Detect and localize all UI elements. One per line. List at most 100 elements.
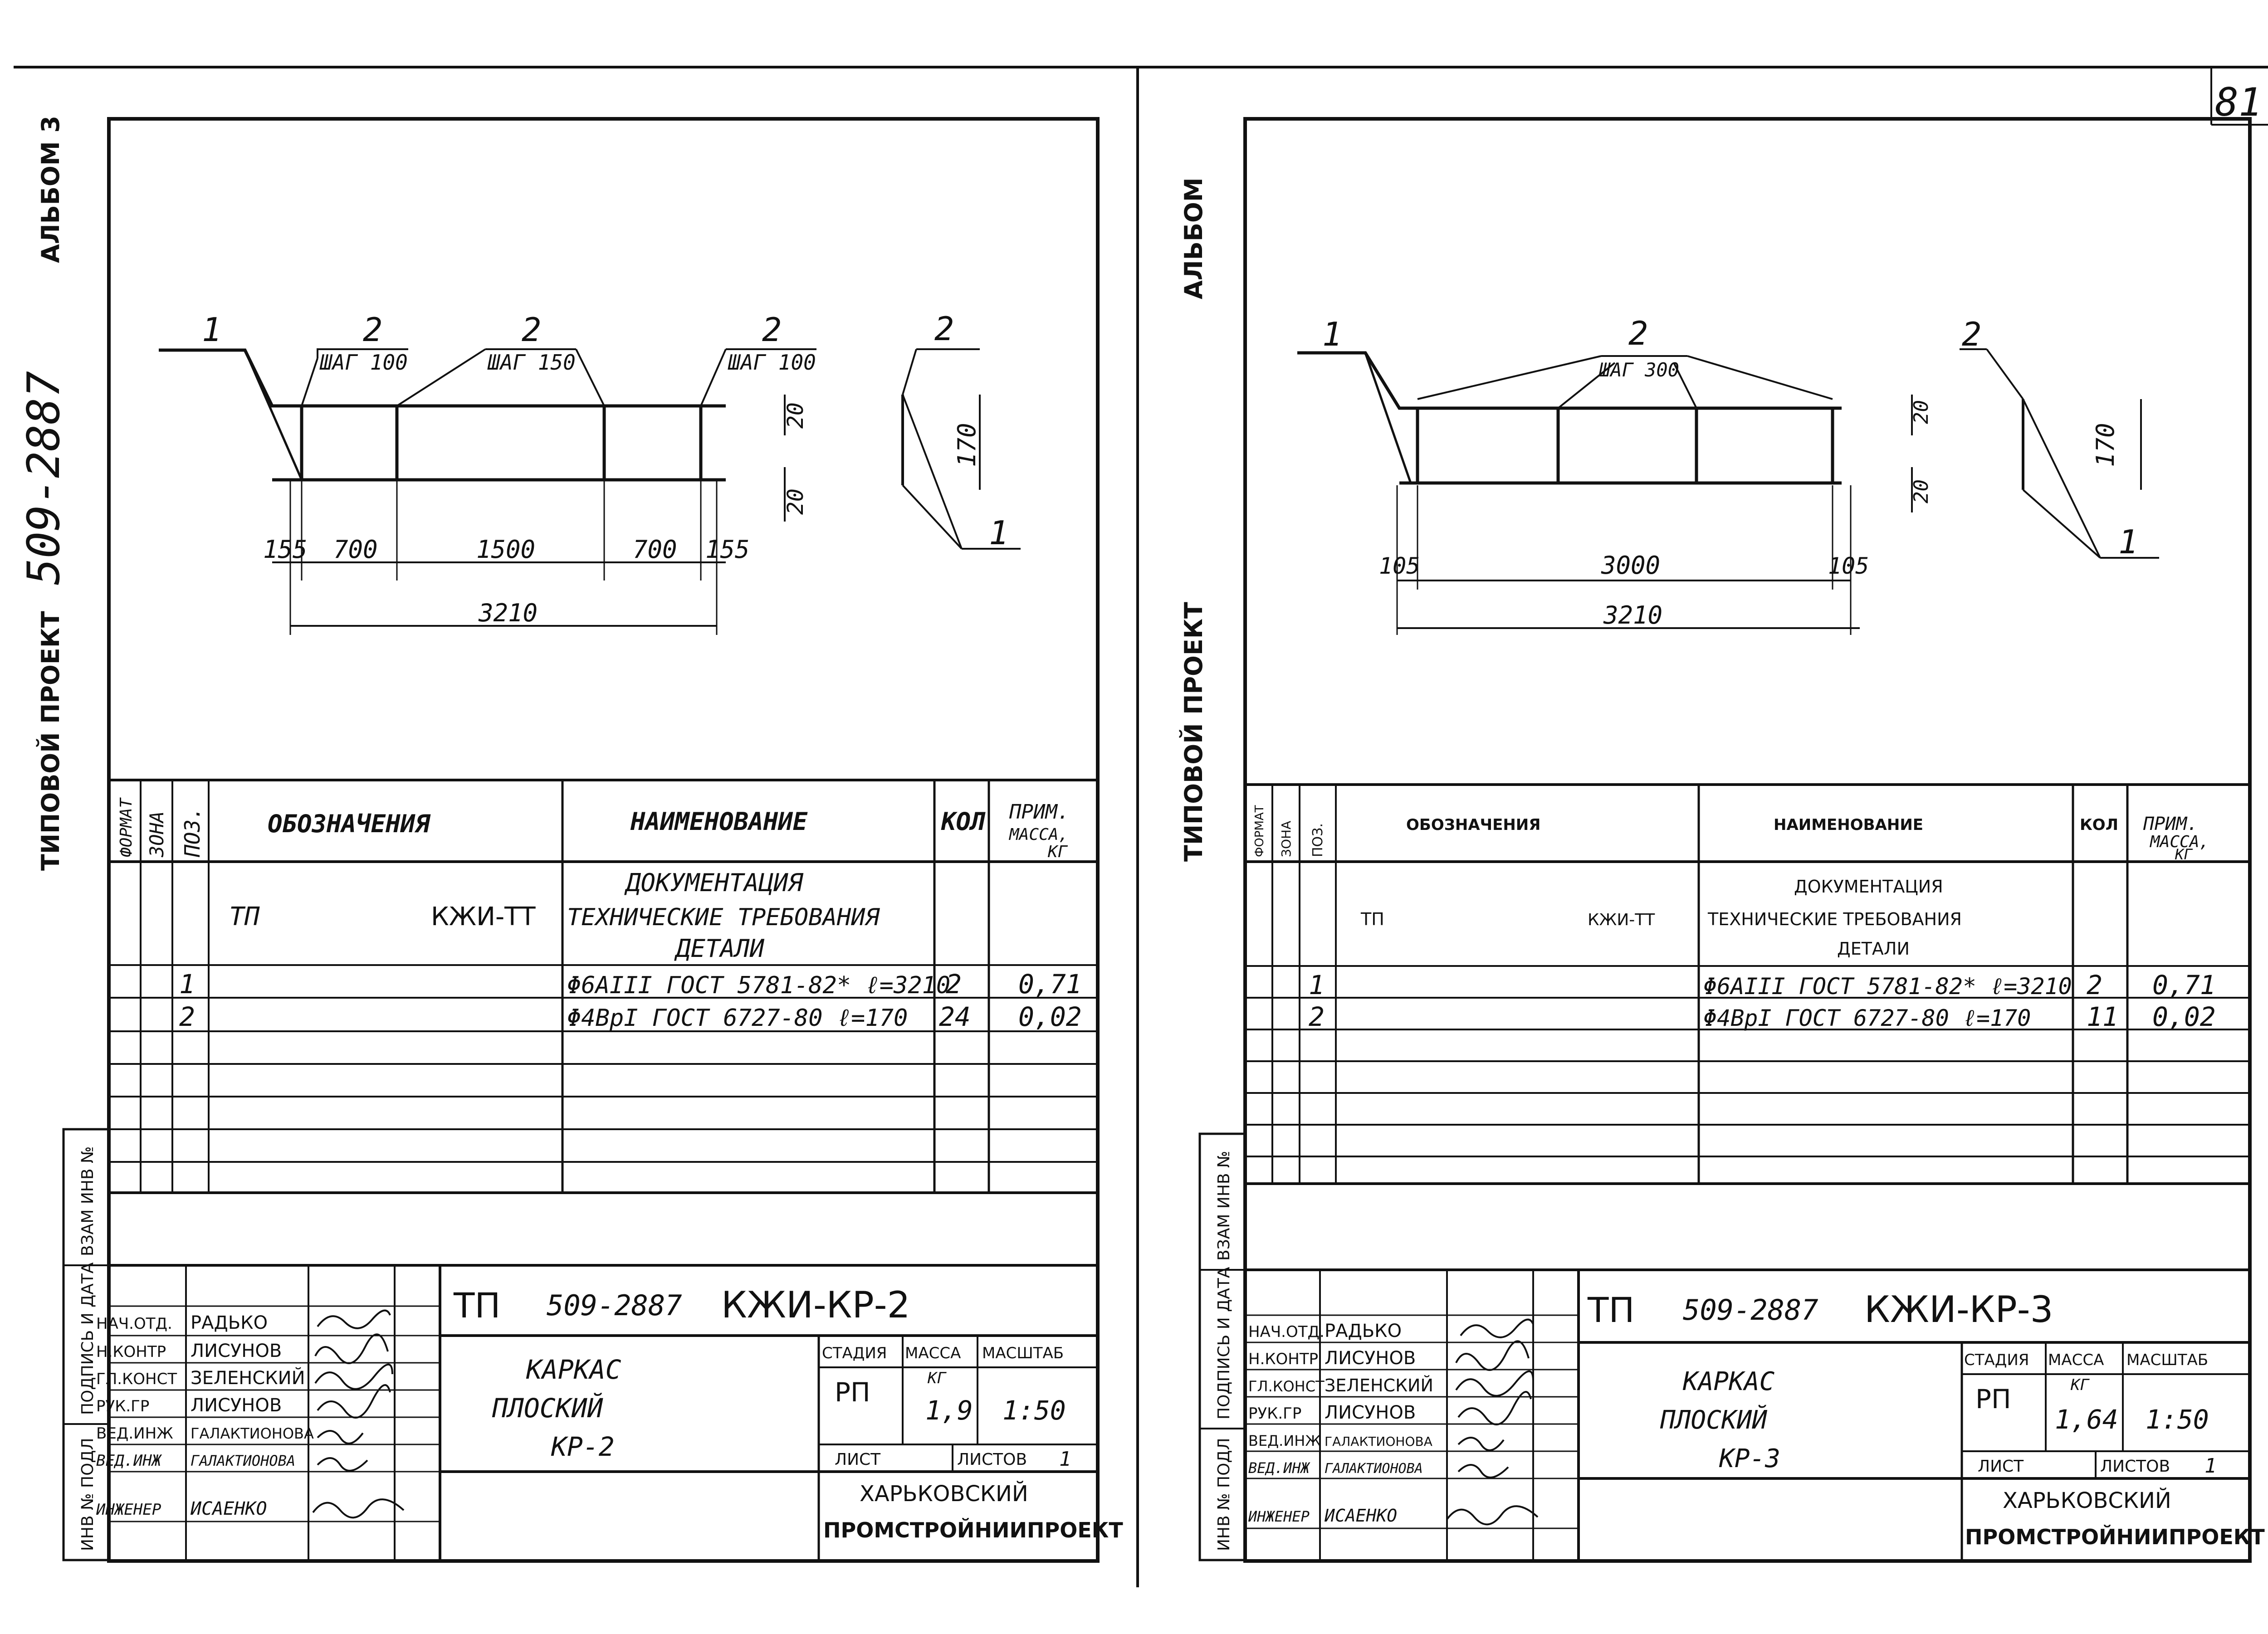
dim-label: 20 <box>783 488 808 515</box>
doc-section: ДОКУМЕНТАЦИЯ <box>624 868 804 897</box>
tb-title: КАРКАС <box>526 1354 621 1385</box>
stamp-label-replace: ВЗАМ ИНВ № <box>78 1146 97 1257</box>
stamp-label-inv: ИНВ № ПОДЛ <box>1215 1438 1233 1551</box>
tb-scale-label: МАСШТАБ <box>982 1344 1064 1362</box>
tt-name: ТЕХНИЧЕСКИЕ ТРЕБОВАНИЯ <box>1707 909 1962 929</box>
tb-mass-label: МАССА <box>905 1344 961 1362</box>
cage-drawing-kr3: 1 2 ШАГ 300 20 20 105 3000 105 3210 <box>1297 314 2159 635</box>
pitch-label: ШАГ 150 <box>487 350 576 375</box>
role-name: ЛИСУНОВ <box>191 1341 282 1361</box>
signature <box>312 1498 405 1519</box>
row-qty: 2 <box>946 969 962 1000</box>
row-pos: 1 <box>179 969 195 1000</box>
stamp-label-replace: ВЗАМ ИНВ № <box>1215 1151 1233 1261</box>
role-name: ИСАЕНКО <box>190 1498 267 1519</box>
dim-label: 155 <box>705 535 750 564</box>
row-qty: 24 <box>939 1001 971 1032</box>
tb-org: ПРОМСТРОЙНИИПРОЕКТ <box>823 1518 1123 1542</box>
dim-label: 1500 <box>476 535 535 564</box>
tb-mass-label: МАССА <box>2048 1351 2104 1369</box>
dim-label: 20 <box>783 402 808 429</box>
col-header-format: ФОРМАТ <box>1253 805 1266 857</box>
tb-title: ПЛОСКИЙ <box>1660 1405 1767 1435</box>
tb-scale: 1:50 <box>2146 1404 2209 1435</box>
role-name: ЛИСУНОВ <box>1325 1348 1416 1369</box>
tb-tp: ТП <box>1587 1290 1635 1330</box>
tb-sheet-label: ЛИСТ <box>1978 1457 2024 1476</box>
signature <box>317 1457 368 1472</box>
row-mass: 0,71 <box>1018 969 1082 1000</box>
role-label: ИНЖЕНЕР <box>1248 1508 1310 1525</box>
stamp-label-inv: ИНВ № ПОДЛ <box>78 1438 97 1551</box>
tb-code: КЖИ-КР-3 <box>1864 1288 2053 1331</box>
tb-sheets-count: 1 <box>2204 1454 2217 1478</box>
pos-label: 2 <box>363 311 382 349</box>
role-name: ЗЕЛЕНСКИЙ <box>1325 1375 1433 1395</box>
tp-ref: ТП <box>229 902 260 932</box>
pitch-label: ШАГ 100 <box>728 350 816 375</box>
role-label: Н.КОНТР <box>1248 1350 1318 1368</box>
dim-label: 170 <box>953 423 981 467</box>
col-header-name: НАИМЕНОВАНИЕ <box>1774 816 1923 834</box>
pos-label: 2 <box>934 310 954 348</box>
top-rod <box>159 348 726 408</box>
tp-ref: ТП <box>1360 909 1384 929</box>
role-label: ИНЖЕНЕР <box>96 1501 161 1519</box>
tb-scale: 1:50 <box>1002 1395 1066 1426</box>
sheet-right: ВЗАМ ИНВ № ПОДПИСЬ И ДАТА ИНВ № ПОДЛ 1 2… <box>1198 117 2265 1563</box>
role-name: ЛИСУНОВ <box>1325 1402 1416 1423</box>
dim-label: 700 <box>633 535 677 564</box>
role-label: ГЛ.КОНСТ <box>1248 1378 1325 1395</box>
pitch-label: ШАГ 100 <box>319 350 408 375</box>
dim-label: 105 <box>1379 553 1420 579</box>
role-label: РУК.ГР <box>1248 1405 1301 1423</box>
row-mass: 0,02 <box>1018 1001 1082 1032</box>
pos-label: 2 <box>1628 314 1648 352</box>
col-header-note-unit: КГ <box>1047 843 1068 861</box>
signature <box>1446 1505 1539 1526</box>
signature <box>1455 1370 1534 1397</box>
tb-scale-label: МАСШТАБ <box>2126 1351 2208 1369</box>
dim-label: 105 <box>1828 553 1869 579</box>
dim-label: 3210 <box>478 599 538 627</box>
col-header-zone: ЗОНА <box>1279 821 1294 857</box>
tb-stage: РП <box>835 1377 870 1408</box>
row-name: Φ4BpI ГОСТ 6727-80 ℓ=170 <box>567 1005 908 1032</box>
signature <box>1457 1464 1509 1478</box>
doc-section: ДОКУМЕНТАЦИЯ <box>1794 877 1943 897</box>
dim-label: 3210 <box>1603 601 1662 629</box>
tb-org: ХАРЬКОВСКИЙ <box>2003 1488 2171 1513</box>
tb-sheets-label: ЛИСТОВ <box>2100 1457 2170 1476</box>
stamp-label-sign: ПОДПИСЬ И ДАТА <box>1215 1267 1233 1419</box>
col-header-note-mass: МАССА, <box>2149 833 2209 851</box>
album-label-left: АЛЬБОМ 3 <box>36 116 65 263</box>
tb-mass: 1,64 <box>2055 1404 2118 1435</box>
tb-series: 509-2887 <box>1683 1293 1818 1327</box>
tt-ref: КЖИ-ТТ <box>1588 911 1655 929</box>
role-name: ЛИСУНОВ <box>191 1395 282 1416</box>
signature <box>314 1363 393 1390</box>
role-label: ВЕД.ИНЖ <box>1248 1432 1321 1449</box>
col-header-qty: КОЛ <box>2080 816 2118 834</box>
inventory-stamp-left <box>62 1128 110 1561</box>
col-header-pos: ПОЗ. <box>1310 823 1326 857</box>
row-mass: 0,02 <box>2152 1001 2216 1032</box>
tb-sheets-count: 1 <box>1059 1448 1071 1471</box>
role-name: РАДЬКО <box>191 1312 268 1333</box>
details-section: ДЕТАЛИ <box>1837 939 1910 959</box>
sheet-left: ВЗАМ ИНВ № ПОДПИСЬ И ДАТА ИНВ № ПОДЛ 1 2… <box>62 117 1123 1563</box>
details-section: ДЕТАЛИ <box>674 934 765 963</box>
tb-title: КАРКАС <box>1682 1367 1775 1396</box>
tt-ref: КЖИ-ТТ <box>431 902 536 932</box>
tb-code: КЖИ-КР-2 <box>721 1284 910 1326</box>
pos-label: 1 <box>202 311 221 349</box>
row-mass: 0,71 <box>2152 970 2216 1000</box>
tb-title: КР-3 <box>1719 1444 1780 1473</box>
pos-label: 1 <box>1322 315 1342 353</box>
tb-mass-unit: КГ <box>2070 1376 2090 1394</box>
dim-label: 155 <box>263 535 308 564</box>
pos-label: 2 <box>522 311 541 349</box>
col-header-note-mass: МАССА, <box>1008 825 1068 844</box>
tb-tp: ТП <box>453 1285 501 1326</box>
col-header-format: ФОРМАТ <box>117 797 136 857</box>
